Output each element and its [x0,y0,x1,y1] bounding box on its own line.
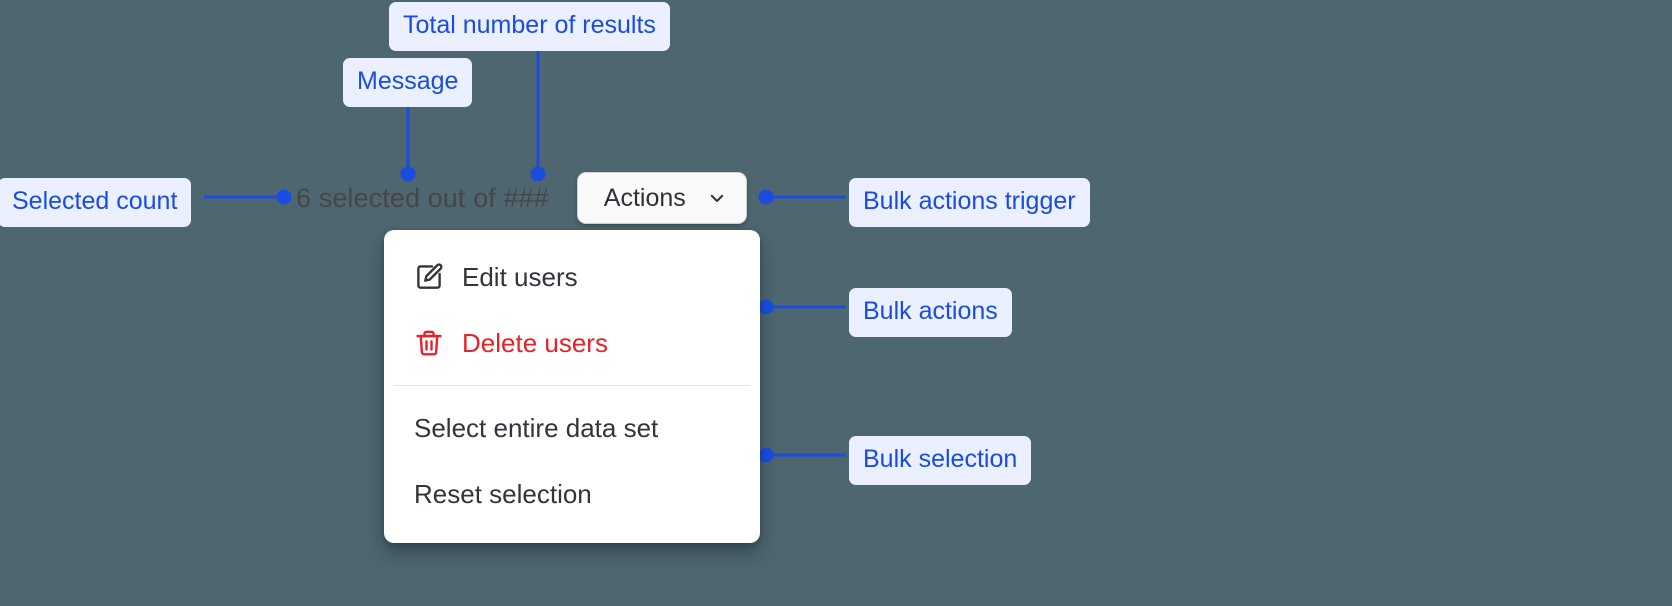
leader-dot-selected-count [276,189,292,205]
menu-item-delete-users[interactable]: Delete users [384,310,760,376]
leader-dot-bulk-actions [758,299,774,315]
bulk-actions-trigger-label: Actions [603,183,686,212]
menu-divider [394,385,750,386]
leader-dot-bulk-selection [758,447,774,463]
selected-count-message: 6 selected out of ### [296,182,549,213]
menu-item-reset-selection[interactable]: Reset selection [384,461,760,527]
annotation-selected-count: Selected count [0,178,192,227]
annotation-bulk-selection: Bulk selection [849,436,1032,485]
menu-item-delete-users-label: Delete users [462,328,608,358]
leader-dot-message [400,166,416,182]
menu-item-edit-users[interactable]: Edit users [384,244,760,310]
annotation-total-number-of-results: Total number of results [389,2,670,51]
menu-item-select-entire-data-set-label: Select entire data set [414,413,659,443]
menu-item-select-entire-data-set[interactable]: Select entire data set [384,395,760,461]
annotation-message: Message [343,58,473,107]
leader-dot-bulk-trigger [758,189,774,205]
menu-item-edit-users-label: Edit users [462,262,578,292]
annotation-bulk-actions-trigger: Bulk actions trigger [849,178,1090,227]
annotation-bulk-actions: Bulk actions [849,288,1012,337]
chevron-down-icon [708,189,726,207]
leader-dot-total-results [530,166,546,182]
bulk-selection-bar: 6 selected out of ### Actions [296,172,747,224]
bulk-actions-trigger-button[interactable]: Actions [576,172,747,224]
trash-icon [414,328,444,358]
edit-pencil-square-icon [414,262,444,292]
menu-item-reset-selection-label: Reset selection [414,479,592,509]
bulk-actions-menu: Edit users Delete users Select entire da… [384,230,760,543]
